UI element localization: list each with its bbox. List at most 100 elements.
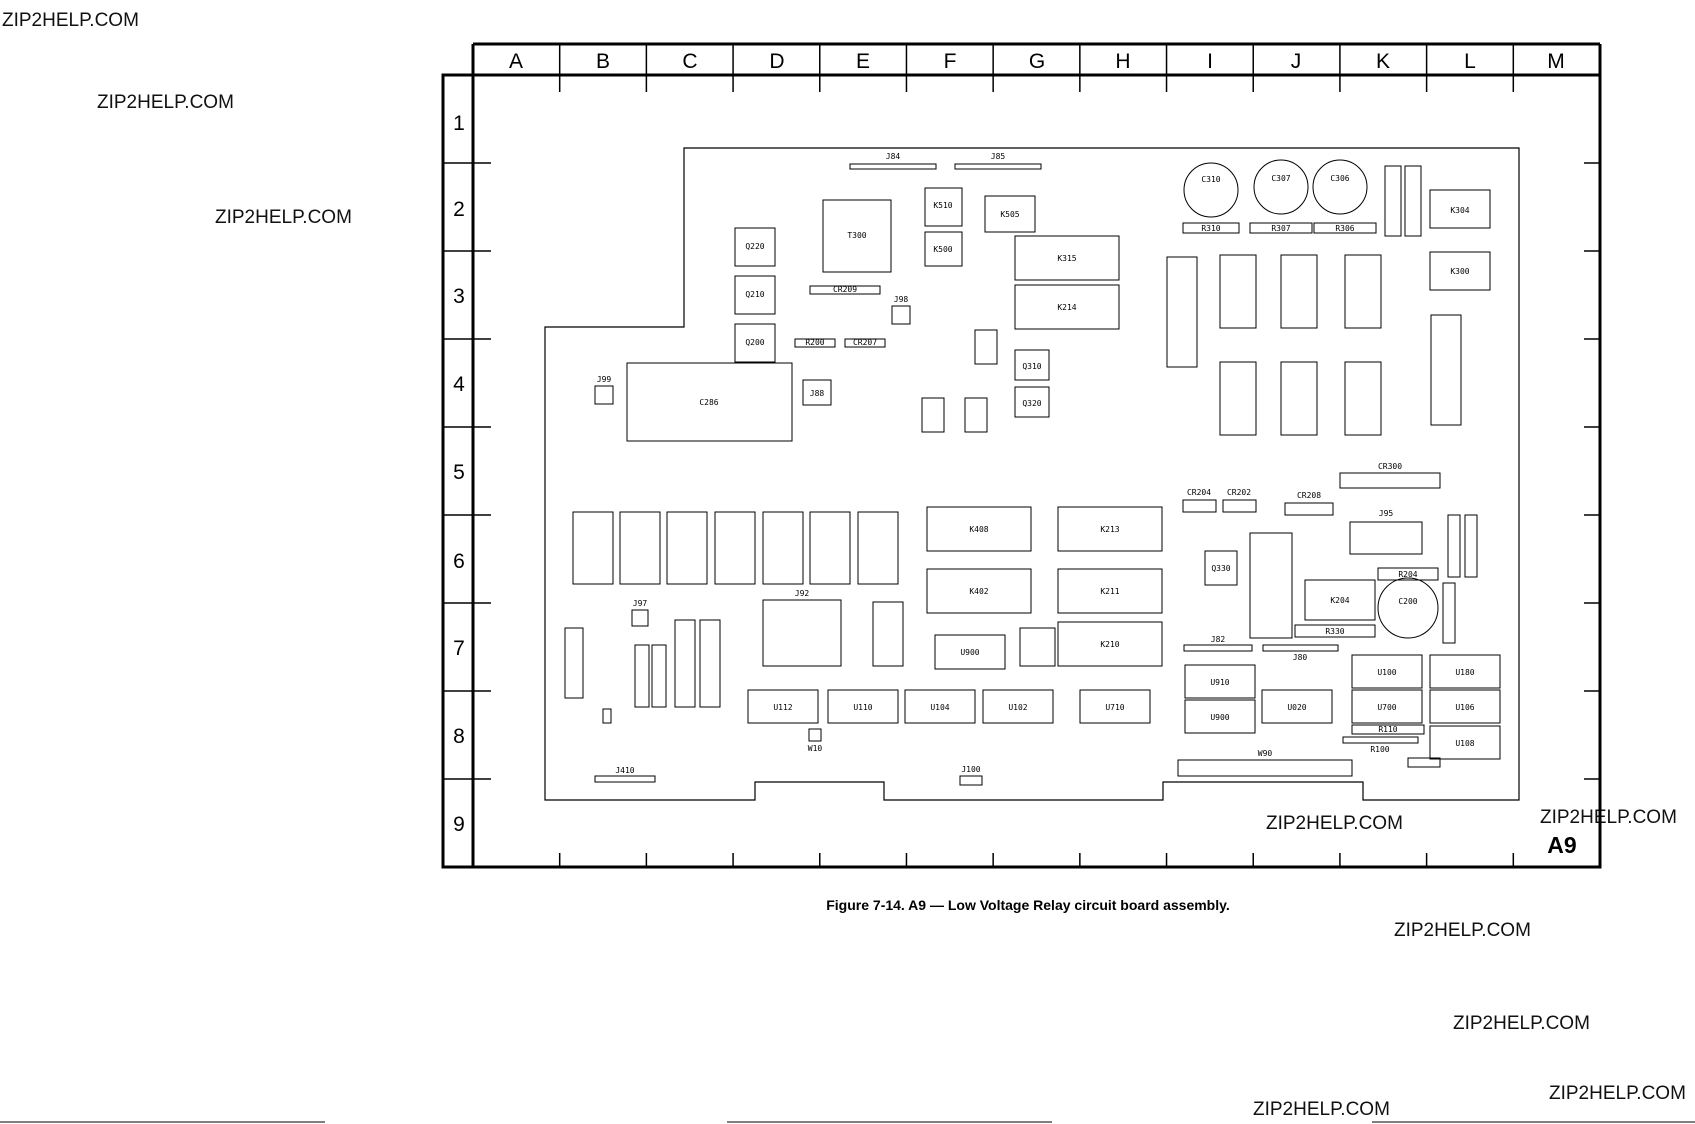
watermarks: ZIP2HELP.COM ZIP2HELP.COM ZIP2HELP.COM Z… — [2, 10, 1686, 1120]
label-k500: K500 — [933, 245, 952, 254]
diode-cr204 — [1182, 499, 1217, 513]
transistor-q310 — [1014, 349, 1050, 381]
label-c310: C310 — [1201, 175, 1220, 184]
resistor-r314 — [1404, 165, 1422, 237]
column-header-g: G — [1029, 50, 1045, 73]
column-header-b: B — [596, 50, 610, 73]
label-j100: J100 — [961, 765, 980, 774]
relay-k204 — [1304, 579, 1376, 621]
label-cr207: CR207 — [853, 338, 877, 347]
resistor-r310 — [1182, 222, 1240, 234]
label-u102: U102 — [1008, 703, 1027, 712]
row-header-2: 2 — [453, 198, 465, 221]
connector-j80 — [1262, 644, 1339, 652]
label-k300: K300 — [1450, 267, 1469, 276]
relay-k314 — [1219, 254, 1257, 329]
label-r307: R307 — [1271, 224, 1290, 233]
relay-k310 — [1280, 361, 1318, 436]
connector-j410 — [594, 775, 656, 783]
connector-j88 — [802, 379, 832, 406]
diode-cr202 — [1222, 499, 1257, 513]
jumper-w10 — [808, 728, 822, 742]
capacitor-c286 — [626, 362, 793, 442]
grid-frame — [441, 42, 1602, 869]
connector-j99 — [594, 385, 614, 405]
row-header-1: 1 — [453, 112, 465, 135]
column-header-i: I — [1207, 50, 1213, 73]
relay-k210 — [1057, 621, 1163, 667]
connector-j95 — [1349, 521, 1423, 555]
column-header-c: C — [682, 50, 697, 73]
label-q220: Q220 — [745, 242, 764, 251]
resistor-r208 — [1442, 582, 1456, 644]
watermark: ZIP2HELP.COM — [1266, 813, 1403, 834]
row-header-6: 6 — [453, 550, 465, 573]
connector-j84 — [849, 163, 937, 170]
ic-u700 — [1351, 689, 1423, 724]
ic-u106 — [1429, 689, 1501, 724]
label-j84: J84 — [886, 152, 901, 161]
label-u020: U020 — [1287, 703, 1306, 712]
label-c306: C306 — [1330, 174, 1349, 183]
connector-j92 — [762, 599, 842, 667]
label-j88: J88 — [810, 389, 825, 398]
resistor-r419 — [634, 644, 650, 708]
connector-j400 — [602, 708, 612, 724]
ic-u900b — [1184, 699, 1256, 734]
relay-k404 — [809, 511, 851, 585]
label-j85: J85 — [991, 152, 1006, 161]
label-r110: R110 — [1378, 725, 1397, 734]
label-k210: K210 — [1100, 640, 1119, 649]
transistor-q320 — [1014, 386, 1050, 418]
jumper-w90 — [1177, 759, 1353, 777]
label-q310: Q310 — [1022, 362, 1041, 371]
label-r200: R200 — [805, 338, 824, 347]
column-header-l: L — [1464, 50, 1476, 73]
column-dividers — [558, 44, 1515, 867]
diode-cr207 — [844, 338, 886, 348]
row-header-5: 5 — [453, 461, 465, 484]
label-u910: U910 — [1210, 678, 1229, 687]
ic-u220 — [964, 397, 988, 433]
transistor-q330 — [1204, 550, 1238, 586]
relay-k211 — [1057, 568, 1163, 614]
label-k408: K408 — [969, 525, 988, 534]
label-j410: J410 — [615, 766, 634, 775]
label-c200: C200 — [1398, 597, 1417, 606]
capacitor-c306 — [1312, 159, 1368, 215]
resistor-r330 — [1294, 624, 1376, 638]
label-u106: U106 — [1455, 703, 1474, 712]
column-header-j: J — [1291, 50, 1302, 73]
column-header-f: F — [944, 50, 957, 73]
watermark: ZIP2HELP.COM — [1549, 1083, 1686, 1104]
resistor-r418 — [651, 644, 667, 708]
capacitor-c307 — [1253, 159, 1309, 215]
label-u710: U710 — [1105, 703, 1124, 712]
resistor-r302 — [1447, 514, 1461, 578]
diode-cr300 — [1339, 472, 1441, 489]
relay-k302 — [1280, 254, 1318, 329]
connector-j150 — [564, 627, 584, 699]
relay-k315 — [1014, 235, 1120, 281]
label-u700: U700 — [1377, 703, 1396, 712]
column-header-m: M — [1547, 50, 1565, 73]
label-cr202: CR202 — [1227, 488, 1251, 497]
capacitor-c102 — [1407, 757, 1441, 768]
label-w90: W90 — [1258, 749, 1273, 758]
label-q330: Q330 — [1211, 564, 1230, 573]
connector-j98 — [891, 305, 911, 325]
resistor-r416 — [674, 619, 696, 708]
label-r310: R310 — [1201, 224, 1220, 233]
label-j92: J92 — [795, 589, 810, 598]
watermark: ZIP2HELP.COM — [2, 10, 139, 31]
resistor-r110 — [1351, 724, 1425, 735]
label-j98: J98 — [894, 295, 909, 304]
label-u900: U900 — [960, 648, 979, 657]
ic-u112 — [747, 689, 819, 724]
ic-u020 — [1261, 689, 1333, 724]
column-header-e: E — [856, 50, 870, 73]
label-j97: J97 — [633, 599, 648, 608]
relay-k212 — [1249, 532, 1293, 639]
transistor-q210 — [734, 275, 776, 315]
label-cr300: CR300 — [1378, 462, 1402, 471]
